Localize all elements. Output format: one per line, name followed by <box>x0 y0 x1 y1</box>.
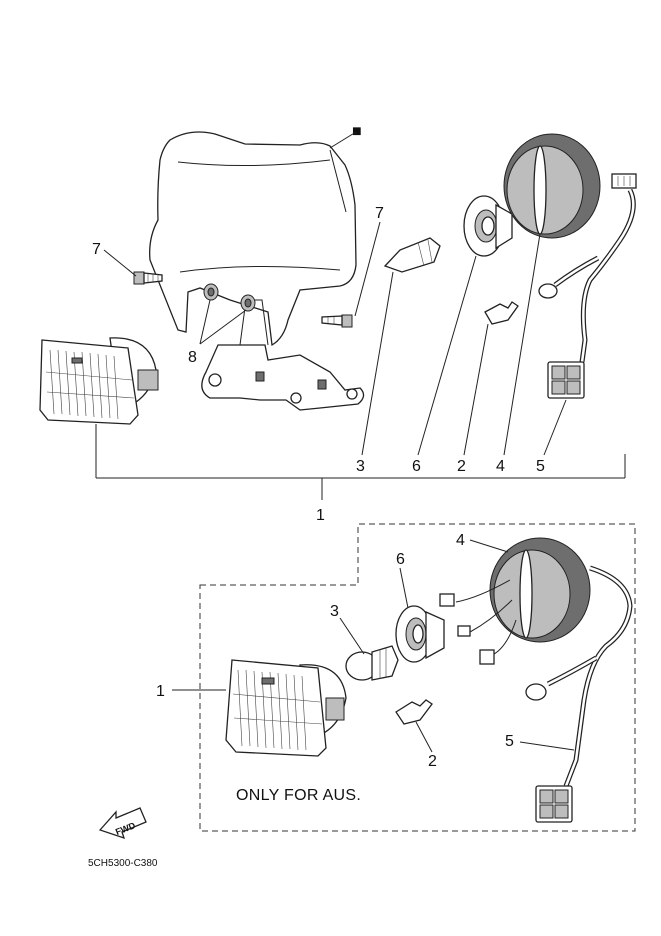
part-marker: ■ <box>352 123 362 140</box>
headlight-unit-bottom <box>225 659 347 757</box>
grommet-right <box>240 294 256 312</box>
aus-only-note: ONLY FOR AUS. <box>236 787 361 804</box>
callout-4-bottom: 4 <box>456 532 465 549</box>
wire-harness-top <box>538 188 636 399</box>
callout-2-top: 2 <box>457 458 466 475</box>
callout-8: 8 <box>188 349 197 366</box>
callout-6-top: 6 <box>412 458 421 475</box>
bulb-small-top <box>484 301 519 325</box>
callout-2-bottom: 2 <box>428 753 437 770</box>
callout-6-bottom: 6 <box>396 551 405 568</box>
headlight-shell-bottom <box>489 537 591 643</box>
wire-harness-bottom <box>455 565 633 823</box>
bulb-main-top <box>383 237 441 273</box>
headlight-cowl <box>149 131 357 347</box>
grommet-left <box>203 283 219 301</box>
callout-1-bottom: 1 <box>156 683 165 700</box>
callout-3-top: 3 <box>356 458 365 475</box>
bottom-leader-lines <box>172 539 575 753</box>
bulb-main-bottom <box>345 645 399 681</box>
top-leader-lines <box>95 221 626 500</box>
callout-5-top: 5 <box>536 458 545 475</box>
callout-7-right: 7 <box>375 205 384 222</box>
screw-right <box>321 314 353 328</box>
callout-3-bottom: 3 <box>330 603 339 620</box>
callout-1-top: 1 <box>316 507 325 524</box>
headlight-shell-top <box>503 133 637 239</box>
headlight-unit-top <box>39 337 159 425</box>
callout-4-top: 4 <box>496 458 505 475</box>
diagram-code: 5CH5300-C380 <box>88 858 158 869</box>
screw-left <box>133 271 163 285</box>
socket-top <box>463 195 513 257</box>
forward-arrow-icon: FWD <box>98 807 147 840</box>
bulb-small-bottom <box>395 699 433 725</box>
aus-variant-boundary <box>199 523 636 832</box>
mounting-bracket <box>201 299 365 411</box>
callout-5-bottom: 5 <box>505 733 514 750</box>
callout-7-left: 7 <box>92 241 101 258</box>
socket-bottom <box>395 593 455 663</box>
